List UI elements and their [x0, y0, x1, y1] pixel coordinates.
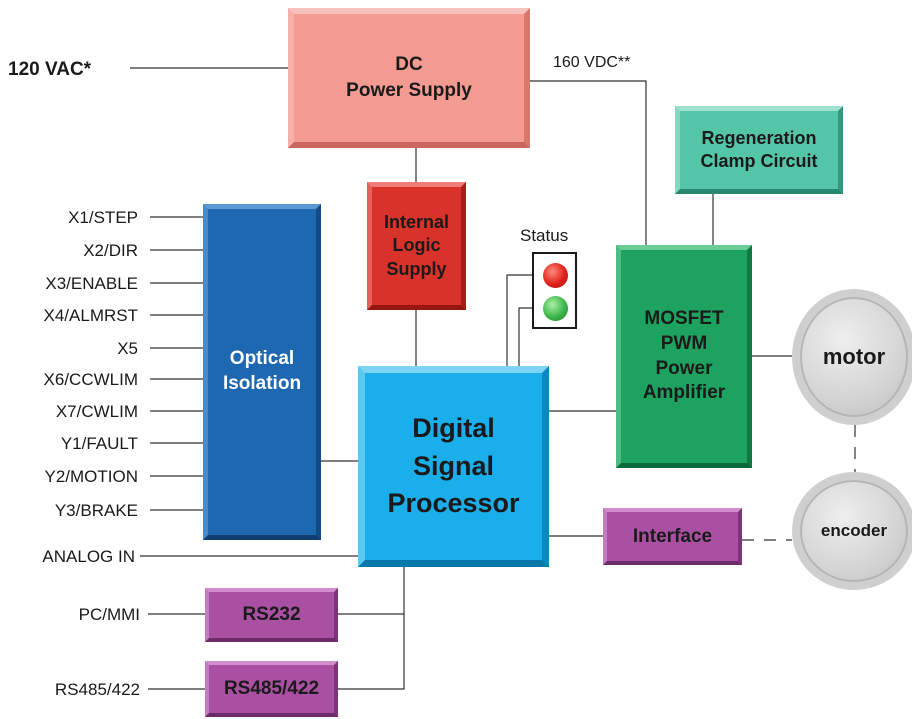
dsp-line3: Processor: [387, 488, 520, 519]
regen-line1: Regeneration: [701, 127, 817, 148]
power-amplifier-block: MOSFET PWM Power Amplifier: [616, 245, 752, 468]
rs485-block: RS485/422: [205, 661, 338, 717]
logic-line3: Supply: [386, 258, 447, 279]
dc-voltage-label: 160 VDC**: [553, 54, 631, 71]
regen-line2: Clamp Circuit: [700, 151, 818, 171]
optical-isolation-block: Optical Isolation: [203, 204, 321, 540]
status-label: Status: [520, 226, 569, 245]
io-label-x1: X1/STEP: [68, 208, 138, 227]
regeneration-clamp-block: Regeneration Clamp Circuit: [675, 106, 843, 194]
amp-line3: Power: [655, 357, 713, 379]
logic-line1: Internal: [383, 211, 449, 232]
dsp-line1: Digital: [412, 412, 495, 443]
rs232-label: RS232: [242, 604, 301, 625]
amp-line4: Amplifier: [642, 382, 726, 404]
io-label-y1: Y1/FAULT: [60, 434, 138, 453]
encoder-circle: encoder: [792, 472, 912, 590]
io-label-y2: Y2/MOTION: [44, 467, 138, 486]
optical-line1: Optical: [229, 348, 295, 370]
dsp-line2: Signal: [412, 450, 494, 481]
io-label-x7: X7/CWLIM: [55, 402, 138, 421]
interface-block: Interface: [603, 508, 742, 565]
io-label-x3: X3/ENABLE: [45, 274, 138, 293]
analog-in-label: ANALOG IN: [42, 547, 135, 566]
ac-input-label: 120 VAC*: [8, 59, 92, 80]
optical-line2: Isolation: [222, 373, 302, 394]
rs485-label: RS485/422: [223, 678, 320, 699]
status-green-lamp: [543, 296, 568, 321]
line-dsp-to-red-lamp: [506, 274, 533, 366]
interface-label: Interface: [632, 525, 713, 547]
encoder-label: encoder: [820, 521, 888, 540]
dc-supply-line1: DC: [395, 54, 423, 76]
amp-line1: MOSFET: [644, 308, 724, 330]
io-label-y3: Y3/BRAKE: [54, 501, 138, 520]
rs485-port-label: RS485/422: [54, 680, 140, 699]
motor-circle: motor: [792, 289, 912, 425]
dc-supply-line2: Power Supply: [346, 80, 472, 101]
line-dsp-to-green-lamp: [518, 307, 533, 366]
dsp-block: Digital Signal Processor: [358, 366, 549, 567]
logic-supply-block: Internal Logic Supply: [367, 182, 466, 310]
line-dsp-to-rs232: [338, 567, 405, 615]
io-label-x4: X4/ALMRST: [43, 306, 138, 325]
dc-power-supply-block: DC Power Supply: [288, 8, 530, 148]
motor-label: motor: [822, 344, 886, 369]
pcmmi-label: PC/MMI: [78, 605, 140, 624]
logic-line2: Logic: [392, 235, 441, 256]
line-160vdc: [530, 80, 647, 246]
status-red-lamp: [543, 263, 568, 288]
line-dsp-to-rs485: [338, 614, 405, 690]
io-label-x6: X6/CCWLIM: [43, 370, 138, 389]
amp-line2: PWM: [660, 332, 708, 354]
io-label-x2: X2/DIR: [83, 241, 138, 260]
io-label-x5: X5: [117, 339, 138, 358]
rs232-block: RS232: [205, 588, 338, 642]
